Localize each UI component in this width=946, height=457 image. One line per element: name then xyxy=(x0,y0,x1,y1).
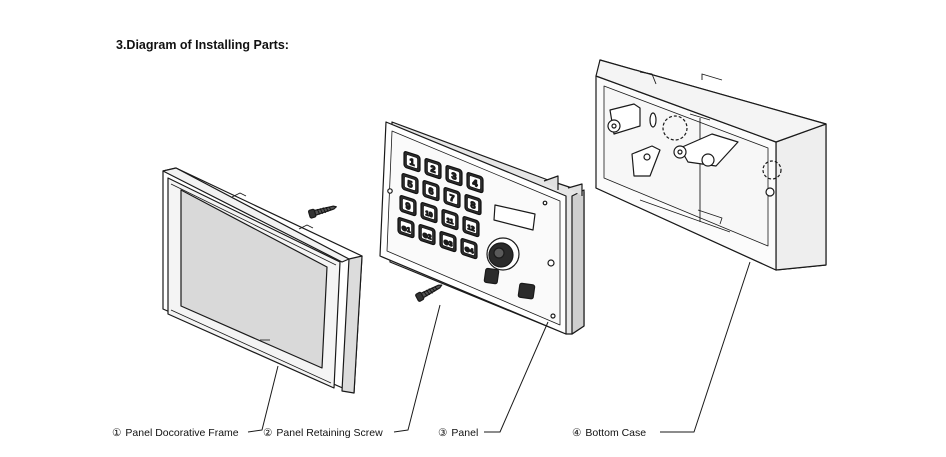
keypad-key-label: 11 xyxy=(447,217,454,226)
keypad-key-label: 5 xyxy=(407,178,412,189)
keypad-key: 9 xyxy=(399,195,417,217)
keypad-key: ⊕2 xyxy=(418,224,436,246)
keypad-key-label: 4 xyxy=(472,177,478,189)
keypad-key-label: 8 xyxy=(470,199,475,210)
keypad-key-label: ⊕1 xyxy=(401,225,410,235)
keypad-key-label: ⊕3 xyxy=(443,239,452,249)
keypad-key: 8 xyxy=(464,194,482,216)
keypad-key-label: 10 xyxy=(425,210,433,219)
keypad-key-label: 12 xyxy=(467,224,475,233)
keypad-key: 7 xyxy=(443,187,461,209)
keypad-key: 6 xyxy=(422,180,440,202)
keypad-key: 10 xyxy=(420,202,438,224)
keypad-key: 12 xyxy=(462,216,480,238)
keypad-key-label: ⊕4 xyxy=(464,246,473,256)
keypad-key: 5 xyxy=(401,173,419,195)
keypad-key-label: 2 xyxy=(430,163,435,174)
keypad-key: 11 xyxy=(441,209,459,231)
decorative-frame-illustration xyxy=(162,167,363,394)
keypad-key: 1 xyxy=(403,151,421,173)
keypad-key-label: 1 xyxy=(409,156,414,167)
keypad-key-label: ⊕2 xyxy=(422,232,431,242)
keypad-key-label: 6 xyxy=(428,185,433,196)
keypad-key: ⊕3 xyxy=(439,231,457,253)
keypad-key: 3 xyxy=(445,165,463,187)
keypad-key-label: 3 xyxy=(451,170,456,181)
keypad-key: 4 xyxy=(466,172,484,194)
leader-lines xyxy=(247,261,751,433)
keypad-key-label: 7 xyxy=(449,192,454,203)
retaining-screw-illustration xyxy=(308,205,443,302)
diagram-title: 3.Diagram of Installing Parts: xyxy=(116,38,289,52)
keypad-key: ⊕4 xyxy=(460,238,478,260)
keypad-key: ⊕1 xyxy=(397,217,415,239)
bottom-case-illustration xyxy=(595,59,827,271)
keypad-key: 2 xyxy=(424,158,442,180)
keypad-key-label: 9 xyxy=(405,200,410,211)
